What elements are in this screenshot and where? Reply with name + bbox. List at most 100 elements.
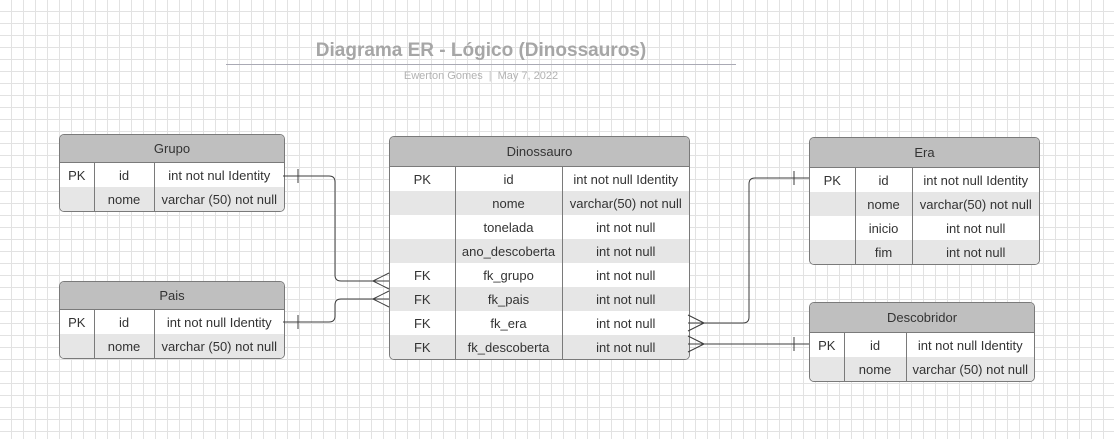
relation-grupo-dinossauro[interactable] (283, 169, 390, 290)
field-type-cell: varchar(50) not null (561, 191, 689, 215)
key-cell: FK (390, 335, 455, 359)
relation-pais-dinossauro[interactable] (283, 290, 390, 329)
entity-header: Descobridor (810, 303, 1034, 333)
author-name: Ewerton Gomes (403, 70, 483, 82)
field-name-cell: id (93, 310, 154, 334)
field-type-cell: int not null Identity (911, 168, 1039, 192)
field-name-cell: fk_grupo (454, 263, 562, 287)
field-name-cell: id (93, 163, 154, 187)
field-type-cell: int not null (561, 311, 689, 335)
key-cell: PK (68, 314, 86, 330)
field-name-cell: inicio (854, 216, 912, 240)
key-cell (390, 239, 455, 263)
key-cell: FK (413, 267, 431, 283)
field-type-cell: int not null Identity (905, 333, 1034, 357)
key-cell (810, 357, 844, 381)
field-name-cell: id (843, 333, 906, 357)
field-name-cell: fk_era (454, 311, 562, 335)
field-type-cell: int not null Identity (153, 310, 284, 334)
diagram-meta: Ewerton Gomes|May 7, 2022 (226, 70, 736, 82)
relation-era-dinossauro[interactable] (687, 171, 809, 332)
connector-line (283, 298, 389, 323)
crows-foot-marker (372, 272, 390, 290)
entity-header: Pais (60, 282, 284, 310)
field-type-cell: int not null (911, 216, 1039, 240)
field-name-cell: id (454, 167, 562, 191)
connector-line (283, 175, 389, 282)
key-cell (390, 215, 455, 239)
crows-foot-marker (687, 314, 705, 332)
key-cell (810, 216, 855, 240)
field-name-cell: tonelada (454, 215, 562, 239)
field-type-cell: varchar(50) not null (911, 192, 1039, 216)
field-type-cell: int not null (561, 335, 689, 359)
diagram-title: Diagrama ER - Lógico (Dinossauros) (315, 40, 647, 61)
field-type-cell: int not null Identity (561, 167, 689, 191)
key-cell (810, 192, 855, 216)
key-cell: PK (413, 171, 431, 187)
key-cell (810, 240, 855, 264)
key-cell (60, 187, 94, 211)
field-type-cell: int not null (561, 263, 689, 287)
field-type-cell: int not null (561, 215, 689, 239)
field-name-cell: nome (93, 187, 154, 211)
key-cell: FK (390, 287, 455, 311)
field-name-cell: ano_descoberta (454, 239, 562, 263)
relation-descobridor-dinossauro[interactable] (687, 335, 809, 353)
field-name-cell: nome (843, 357, 906, 381)
field-type-cell: varchar (50) not null (153, 334, 284, 358)
key-cell: PK (818, 337, 836, 353)
entity-header: Dinossauro (390, 137, 689, 167)
field-name-cell: fk_descoberta (454, 335, 562, 359)
crows-foot-marker (372, 290, 390, 308)
field-name-cell: fk_pais (454, 287, 562, 311)
field-name-cell: nome (454, 191, 562, 215)
field-type-cell: varchar (50) not null (153, 187, 284, 211)
field-type-cell: int not null (561, 239, 689, 263)
field-name-cell: id (854, 168, 912, 192)
field-type-cell: int not null (911, 240, 1039, 264)
title-divider (226, 64, 736, 65)
crows-foot-marker (687, 335, 705, 353)
field-name-cell: nome (93, 334, 154, 358)
key-cell: PK (68, 167, 86, 183)
field-type-cell: varchar (50) not null (905, 357, 1034, 381)
entity-header: Grupo (60, 135, 284, 163)
connector-line (688, 177, 809, 324)
key-cell (60, 334, 94, 358)
key-cell (390, 191, 455, 215)
field-type-cell: int not nul Identity (153, 163, 284, 187)
key-cell: FK (413, 315, 431, 331)
field-name-cell: nome (854, 192, 912, 216)
diagram-date: May 7, 2022 (497, 70, 559, 82)
key-cell: PK (823, 172, 841, 188)
